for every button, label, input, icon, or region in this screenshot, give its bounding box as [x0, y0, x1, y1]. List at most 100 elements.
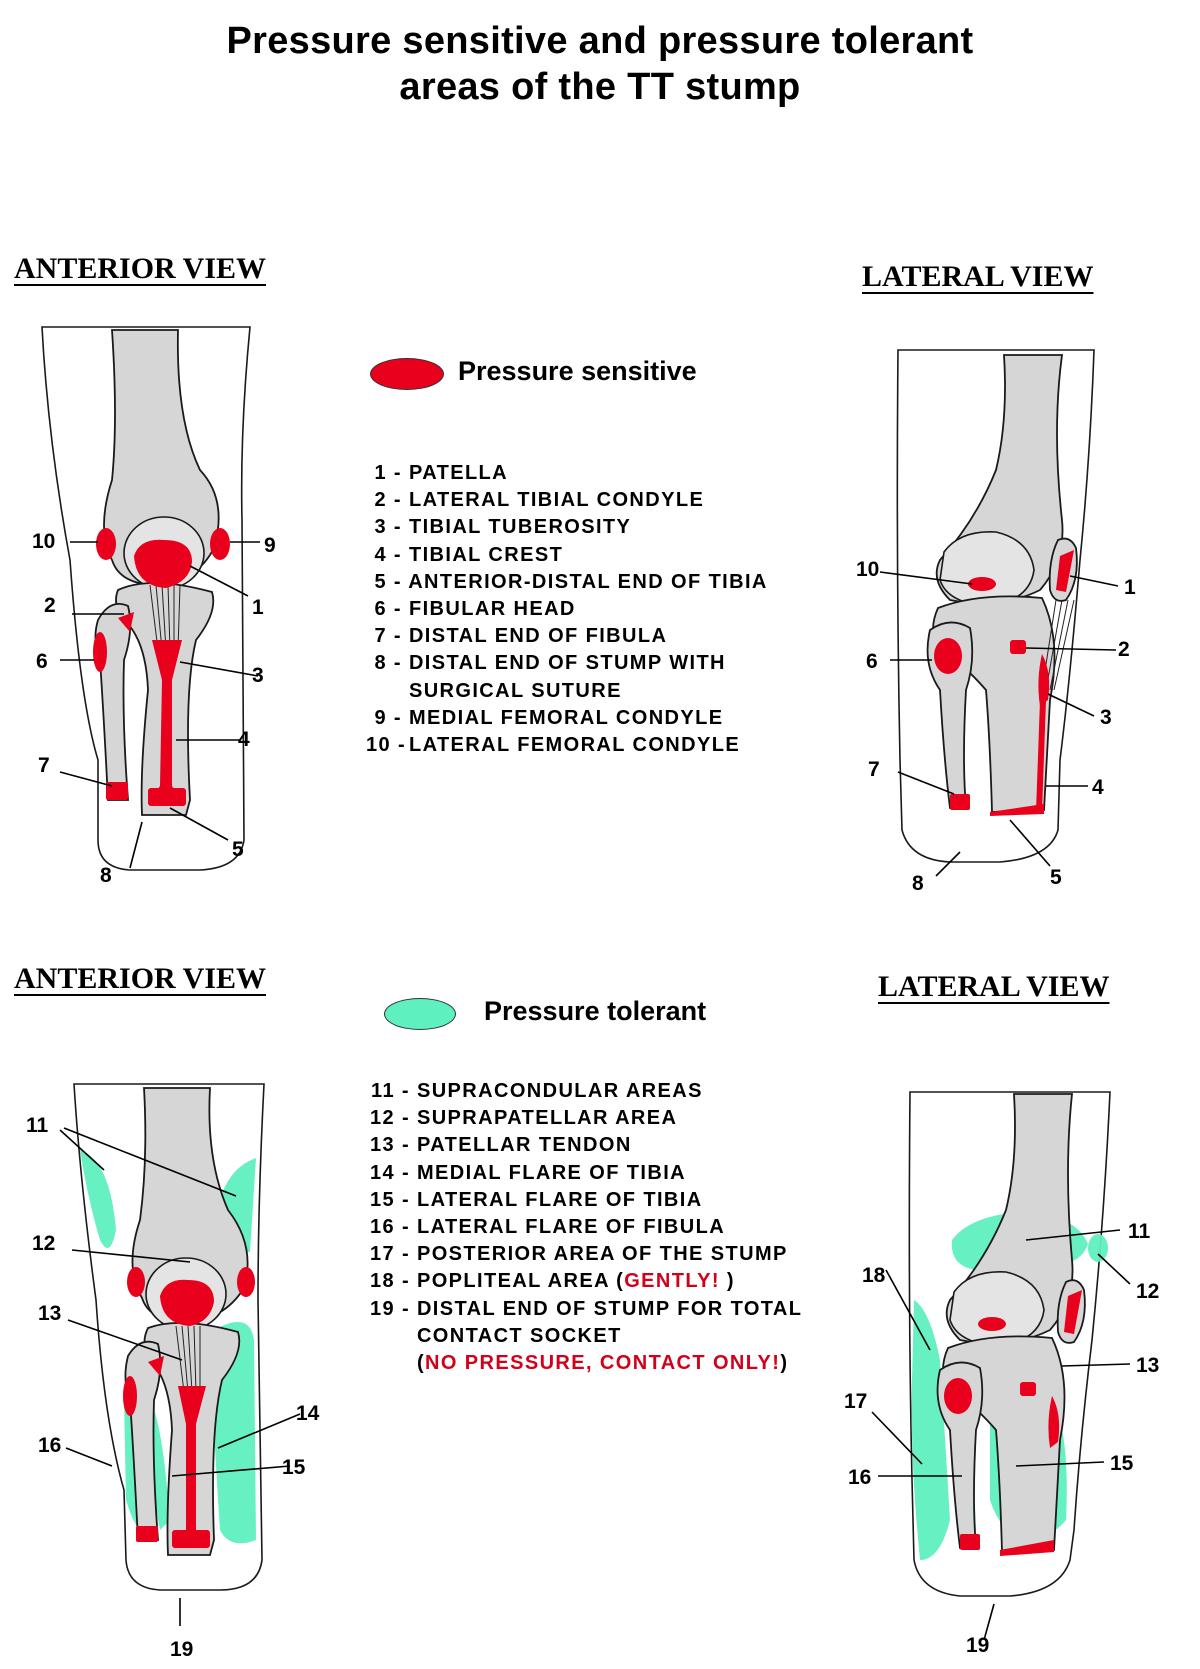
label-15-lateral: 15 — [1110, 1452, 1134, 1475]
label-14: 14 — [296, 1402, 320, 1425]
list-item-text: LATERAL FEMORAL CONDYLE — [408, 734, 741, 757]
femoral-condyle-bottom — [949, 1271, 1045, 1347]
red-area-6-lateral — [934, 638, 962, 674]
label-4: 4 — [238, 728, 250, 751]
green-area-12-lateral — [1088, 1234, 1108, 1262]
bottom-lateral-diagram: 11 18 12 13 17 16 15 19 — [844, 1091, 1159, 1657]
red-area-3-bottom-lateral — [1048, 1396, 1060, 1448]
red-area-2 — [118, 612, 134, 632]
list-item-number: 16 - — [370, 1216, 411, 1239]
red-area-3-lateral — [1038, 654, 1050, 706]
list-item-number: 13 - — [370, 1134, 411, 1157]
list-item-text: LATERAL FLARE OF FIBULA — [416, 1216, 726, 1239]
red-area-5-lateral — [990, 804, 1044, 816]
green-area-17-18 — [911, 1300, 950, 1560]
list-item: 5 - ANTERIOR-DISTAL END OF TIBIA — [366, 569, 768, 596]
list-item-emphasis: NO PRESSURE, CONTACT ONLY! — [425, 1352, 781, 1375]
label-11-lateral: 11 — [1128, 1220, 1151, 1243]
label-10: 10 — [32, 530, 55, 553]
red-area-10-bottom-lateral — [978, 1317, 1006, 1331]
list-item-text: TIBIAL TUBEROSITY — [408, 516, 632, 539]
list-item-text: DISTAL END OF FIBULA — [408, 625, 668, 648]
list-item-number: 18 - — [370, 1270, 411, 1293]
list-item-text: LATERAL TIBIAL CONDYLE — [408, 489, 705, 512]
top-lateral-heading: LATERAL VIEW — [862, 260, 1094, 293]
list-item-text: DISTAL END OF STUMP WITH — [408, 652, 726, 675]
list-item-text: FIBULAR HEAD — [408, 598, 576, 621]
label-1: 1 — [252, 596, 264, 619]
red-area-5 — [148, 788, 186, 806]
label-5: 5 — [232, 838, 244, 861]
label-5-lateral: 5 — [1050, 866, 1062, 889]
list-item-tail: ) — [780, 1352, 789, 1375]
label-3-lateral: 3 — [1100, 706, 1112, 729]
list-item: 6 - FIBULAR HEAD — [366, 596, 768, 623]
list-item: 1 - PATELLA — [366, 460, 768, 487]
label-2-lateral: 2 — [1118, 638, 1130, 661]
pressure-tolerant-swatch — [384, 998, 456, 1030]
label-2: 2 — [44, 594, 56, 617]
list-item-number: 3 - — [374, 516, 402, 539]
red-area-7-bottom-lateral — [960, 1534, 980, 1550]
list-item: 4 - TIBIAL CREST — [366, 542, 768, 569]
top-anterior-heading: ANTERIOR VIEW — [14, 252, 266, 285]
red-area-9-bottom — [237, 1267, 255, 1297]
top-lateral-diagram: 10 1 6 2 3 7 4 8 5 — [856, 349, 1136, 895]
list-item: 12 - SUPRAPATELLAR AREA — [370, 1105, 802, 1132]
list-item-number: 9 - — [374, 706, 402, 729]
red-area-10 — [96, 528, 116, 560]
red-area-3-4 — [150, 640, 182, 800]
label-1-lateral: 1 — [1124, 576, 1136, 599]
label-16: 16 — [38, 1434, 61, 1457]
red-area-4-lateral — [1036, 700, 1046, 812]
red-area-6-bottom — [123, 1376, 137, 1416]
label-12: 12 — [32, 1232, 55, 1255]
label-13-lateral: 13 — [1136, 1354, 1159, 1377]
list-item: 19 - DISTAL END OF STUMP FOR TOTAL — [370, 1296, 802, 1323]
red-area-5-bottom — [172, 1530, 210, 1548]
label-7-lateral: 7 — [868, 758, 880, 781]
label-19: 19 — [170, 1638, 193, 1661]
list-item-text: ANTERIOR-DISTAL END OF TIBIA — [408, 570, 768, 593]
patellar-ligament — [149, 584, 181, 651]
page-title: Pressure sensitive and pressure tolerant… — [0, 18, 1200, 110]
list-item-number: 17 - — [370, 1243, 411, 1266]
list-item-text: TIBIAL CREST — [408, 543, 564, 566]
red-area-5-bottom-lateral — [1000, 1540, 1054, 1556]
label-10-lateral: 10 — [856, 558, 879, 581]
list-item-text: MEDIAL FEMORAL CONDYLE — [408, 706, 724, 729]
list-item-text: POPLITEAL AREA ( — [416, 1270, 625, 1293]
list-item: SURGICAL SUTURE — [366, 678, 768, 705]
list-item: 16 - LATERAL FLARE OF FIBULA — [370, 1214, 802, 1241]
label-8: 8 — [100, 864, 112, 887]
list-item-number: 14 - — [370, 1161, 411, 1184]
list-item: 17 - POSTERIOR AREA OF THE STUMP — [370, 1241, 802, 1268]
list-item-emphasis: GENTLY! — [624, 1270, 720, 1293]
title-line-2: areas of the TT stump — [399, 66, 801, 108]
list-item-text: PATELLA — [408, 462, 509, 484]
list-item-number: 5 - — [374, 570, 402, 593]
list-item-text: CONTACT SOCKET — [416, 1324, 622, 1347]
red-area-3-4-bottom — [176, 1386, 206, 1544]
list-item-text: SUPRAPATELLAR AREA — [416, 1107, 678, 1130]
bottom-anterior-heading: ANTERIOR VIEW — [14, 962, 266, 995]
label-17-lateral: 17 — [844, 1390, 867, 1413]
red-area-6-bottom-lateral — [944, 1378, 972, 1414]
label-18-lateral: 18 — [862, 1264, 886, 1287]
list-item-number: 15 - — [370, 1188, 411, 1211]
list-item-number: 8 - — [374, 652, 402, 675]
red-area-9 — [210, 528, 230, 560]
list-item-text: LATERAL FLARE OF TIBIA — [416, 1188, 703, 1211]
list-item-number: 2 - — [374, 489, 402, 512]
list-item-text: POSTERIOR AREA OF THE STUMP — [416, 1243, 788, 1266]
red-area-10-bottom — [127, 1267, 145, 1297]
red-area-1-lateral — [1056, 550, 1074, 592]
list-item: 9 - MEDIAL FEMORAL CONDYLE — [366, 705, 768, 732]
list-item: 10 - LATERAL FEMORAL CONDYLE — [366, 732, 768, 759]
red-area-2-bottom-lateral — [1020, 1382, 1036, 1396]
list-item-number: 1 - — [374, 462, 402, 484]
list-item: 11 - SUPRACONDULAR AREAS — [370, 1078, 802, 1105]
red-area-7-lateral — [950, 794, 970, 810]
red-area-10-lateral — [968, 577, 996, 591]
